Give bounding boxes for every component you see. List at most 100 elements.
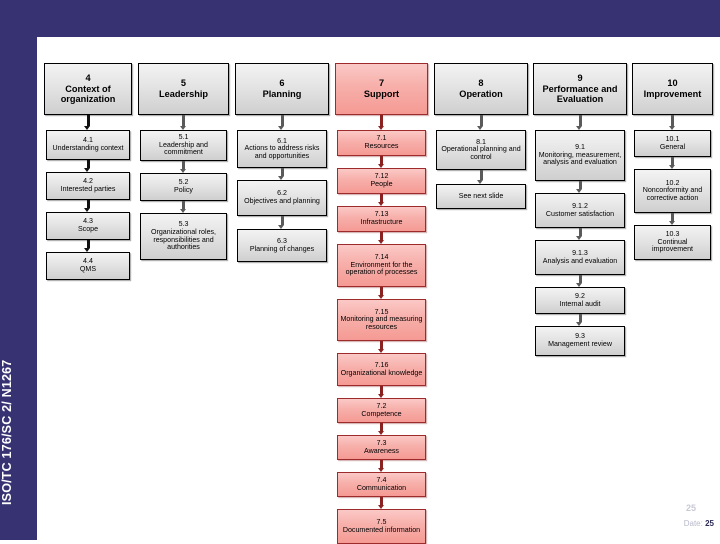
navy-header-band bbox=[0, 0, 720, 37]
node-text-line: Resources bbox=[364, 142, 399, 150]
node-text-line: 4 bbox=[85, 73, 91, 84]
node-text-line: Operational planning and control bbox=[441, 145, 521, 161]
connector-7-7 bbox=[380, 423, 383, 431]
node-text-line: Internal audit bbox=[559, 299, 601, 308]
connector-4-3 bbox=[86, 240, 90, 248]
node-text-line: Management review bbox=[548, 340, 612, 348]
connector-6-1 bbox=[280, 168, 284, 176]
connector-arrowhead bbox=[84, 207, 91, 212]
connector-arrowhead bbox=[576, 282, 583, 287]
node-see-next-slide[interactable]: See next slide bbox=[436, 184, 526, 209]
node-text-line: 5.3 bbox=[178, 220, 189, 229]
connector-arrowhead bbox=[377, 163, 384, 168]
node-text-line: 6.1 bbox=[277, 136, 287, 145]
node-text-line: 7.15 bbox=[374, 307, 389, 316]
document-reference-label: ISO/TC 176/SC 2/ N1267 bbox=[0, 359, 14, 506]
node-text-line: Continual improvement bbox=[651, 237, 693, 254]
node-text-line: Context of organization bbox=[60, 83, 116, 105]
node-text-line: 7.5 bbox=[376, 517, 387, 526]
node-text-line: 8 bbox=[478, 78, 484, 89]
node-text-line: Organizational roles, responsibilities a… bbox=[150, 227, 217, 252]
node-text-line: 9.3 bbox=[575, 332, 585, 341]
connector-arrowhead bbox=[377, 430, 384, 435]
connector-10-1 bbox=[671, 157, 674, 165]
connector-10-0 bbox=[671, 115, 674, 126]
node-text-line: 10.1 bbox=[665, 134, 680, 143]
node-text-line: Support bbox=[363, 89, 400, 99]
connector-arrowhead bbox=[668, 125, 675, 130]
connector-arrowhead bbox=[179, 125, 186, 130]
node-text-line: Improvement bbox=[643, 89, 702, 99]
node-text-line: 8.1 bbox=[476, 137, 486, 146]
connector-arrowhead bbox=[377, 393, 384, 398]
connector-arrowhead bbox=[278, 175, 285, 180]
connector-6-0 bbox=[280, 115, 284, 126]
node-text-line: 4.2 bbox=[83, 177, 93, 186]
node-text-line: 10.2 bbox=[665, 178, 680, 187]
node-text-line: 4.4 bbox=[83, 257, 93, 266]
connector-arrowhead bbox=[477, 179, 484, 184]
connector-7-9 bbox=[380, 497, 383, 505]
slide-number: 25 bbox=[685, 503, 696, 513]
node-text-line: 5.1 bbox=[178, 133, 189, 142]
node-text-line: 9.1.2 bbox=[572, 201, 588, 210]
node-text-line: Customer satisfaction bbox=[545, 209, 615, 218]
connector-9-1 bbox=[578, 181, 582, 189]
connector-8-0 bbox=[479, 115, 483, 126]
connector-5-1 bbox=[182, 161, 185, 169]
node-text-line: Scope bbox=[77, 225, 99, 233]
node-text-line: Performance and Evaluation bbox=[542, 83, 618, 105]
node-text-line: Actions to address risks and opportuniti… bbox=[244, 144, 320, 160]
connector-arrowhead bbox=[576, 235, 583, 240]
node-text-line: 9.1 bbox=[575, 143, 585, 152]
connector-arrowhead bbox=[377, 294, 384, 299]
node-text-line: 5 bbox=[180, 78, 187, 89]
node-text-line: Awareness bbox=[364, 446, 399, 455]
connector-arrowhead bbox=[668, 164, 675, 169]
node-text-line: Interested parties bbox=[60, 185, 116, 193]
connector-8-1 bbox=[479, 170, 483, 180]
connector-7-1 bbox=[380, 156, 383, 164]
slide-date-value: 25 bbox=[705, 519, 714, 528]
node-text-line: Monitoring and measuring resources bbox=[340, 315, 423, 331]
slide-date: Date: 25 bbox=[684, 519, 714, 528]
connector-arrowhead bbox=[377, 348, 384, 353]
